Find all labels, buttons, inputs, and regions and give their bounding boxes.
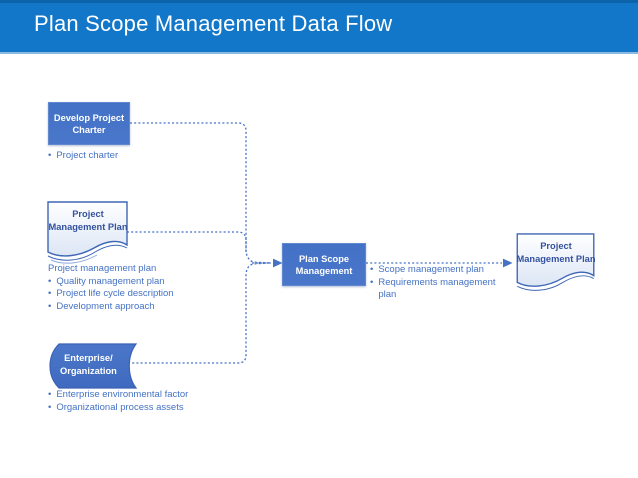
arrowhead-icon (503, 258, 513, 268)
header-bar: Plan Scope Management Data Flow (0, 0, 638, 54)
list-item: Organizational process assets (48, 402, 248, 415)
enterprise-organization-shape: Enterprise/ Organization (42, 343, 138, 389)
project-management-plan-document-left: Project Management Plan (47, 201, 129, 265)
document-shape (47, 201, 128, 264)
project-management-plan-document-right: Project Management Plan (516, 233, 596, 295)
plan-scope-management-box: Plan Scope Management (282, 243, 366, 286)
connector-charter-to-plan-scope (130, 122, 271, 264)
list-item: Requirements management plan (370, 277, 502, 302)
top-accent-strip (0, 0, 638, 3)
diagram-canvas: Develop Project Charter Project charter (0, 54, 638, 478)
develop-project-charter-box: Develop Project Charter (48, 102, 130, 145)
list-item: Project life cycle description (48, 288, 228, 301)
plan-scope-output-list: Scope management plan Requirements manag… (370, 264, 502, 302)
connector-pmp-doc-to-plan-scope (127, 231, 247, 252)
pmp-output-list: Project management plan Quality manageme… (48, 263, 228, 313)
pmp-document-right-label: Project Management Plan (516, 241, 596, 264)
develop-project-charter-label: Develop Project Charter (53, 112, 125, 135)
charter-output-list: Project charter (48, 150, 208, 163)
enterprise-output-list: Enterprise environmental factor Organiza… (48, 389, 248, 414)
list-item: Enterprise environmental factor (48, 389, 248, 402)
plan-scope-management-label: Plan Scope Management (295, 253, 353, 276)
list-heading: Project management plan (48, 263, 157, 274)
list-item: Project charter (48, 150, 208, 163)
pmp-document-label: Project Management Plan (48, 209, 128, 232)
enterprise-organization-label: Enterprise/ Organization (59, 353, 117, 376)
slide-title: Plan Scope Management Data Flow (34, 11, 393, 36)
list-item: Scope management plan (370, 264, 502, 277)
list-item: Quality management plan (48, 276, 228, 289)
document-shape (516, 233, 595, 291)
list-item: Development approach (48, 301, 228, 314)
